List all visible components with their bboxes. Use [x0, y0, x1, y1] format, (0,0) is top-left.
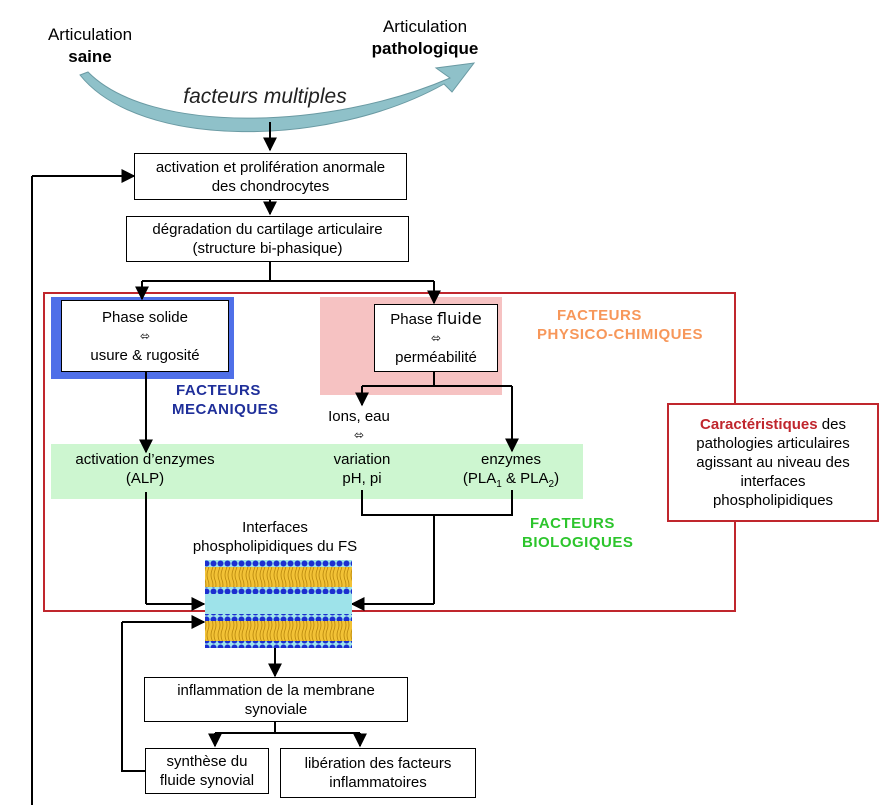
degradation-box: dégradation du cartilage articulaire(str…	[126, 216, 409, 262]
ions-water-label: Ions, eau ⬄	[328, 408, 390, 442]
curved-arrow	[79, 62, 476, 133]
enzymes-label: enzymes (PLA1 & PLA2)	[440, 450, 582, 494]
enzyme-activation-label: activation d’enzymes (ALP)	[75, 451, 215, 487]
solid-phase-box: Phase solide⬄usure & rugosité	[61, 300, 229, 372]
characteristics-box: Caractéristiques des pathologies articul…	[667, 403, 879, 522]
healthy-joint-label: Articulation saine	[47, 25, 133, 66]
variation-label: variation pH, pi	[333, 451, 391, 487]
pathological-joint-label: Articulation pathologique	[371, 17, 479, 58]
pla-label: (PLA1 & PLA2)	[462, 470, 560, 490]
mechanical-factors-label: FACTEURS MECANIQUES	[172, 382, 279, 418]
biological-factors-label: FACTEURS BIOLOGIQUES	[522, 515, 634, 551]
interfaces-label: Interfaces phospholipidiques du FS	[192, 519, 358, 555]
multiple-factors-label: facteurs multiples	[183, 85, 347, 108]
physico-chemical-factors-label: FACTEURS PHYSICO-CHIMIQUES	[537, 307, 704, 343]
fluid-phase-box: Phase fluide ⬄ perméabilité	[374, 304, 498, 372]
